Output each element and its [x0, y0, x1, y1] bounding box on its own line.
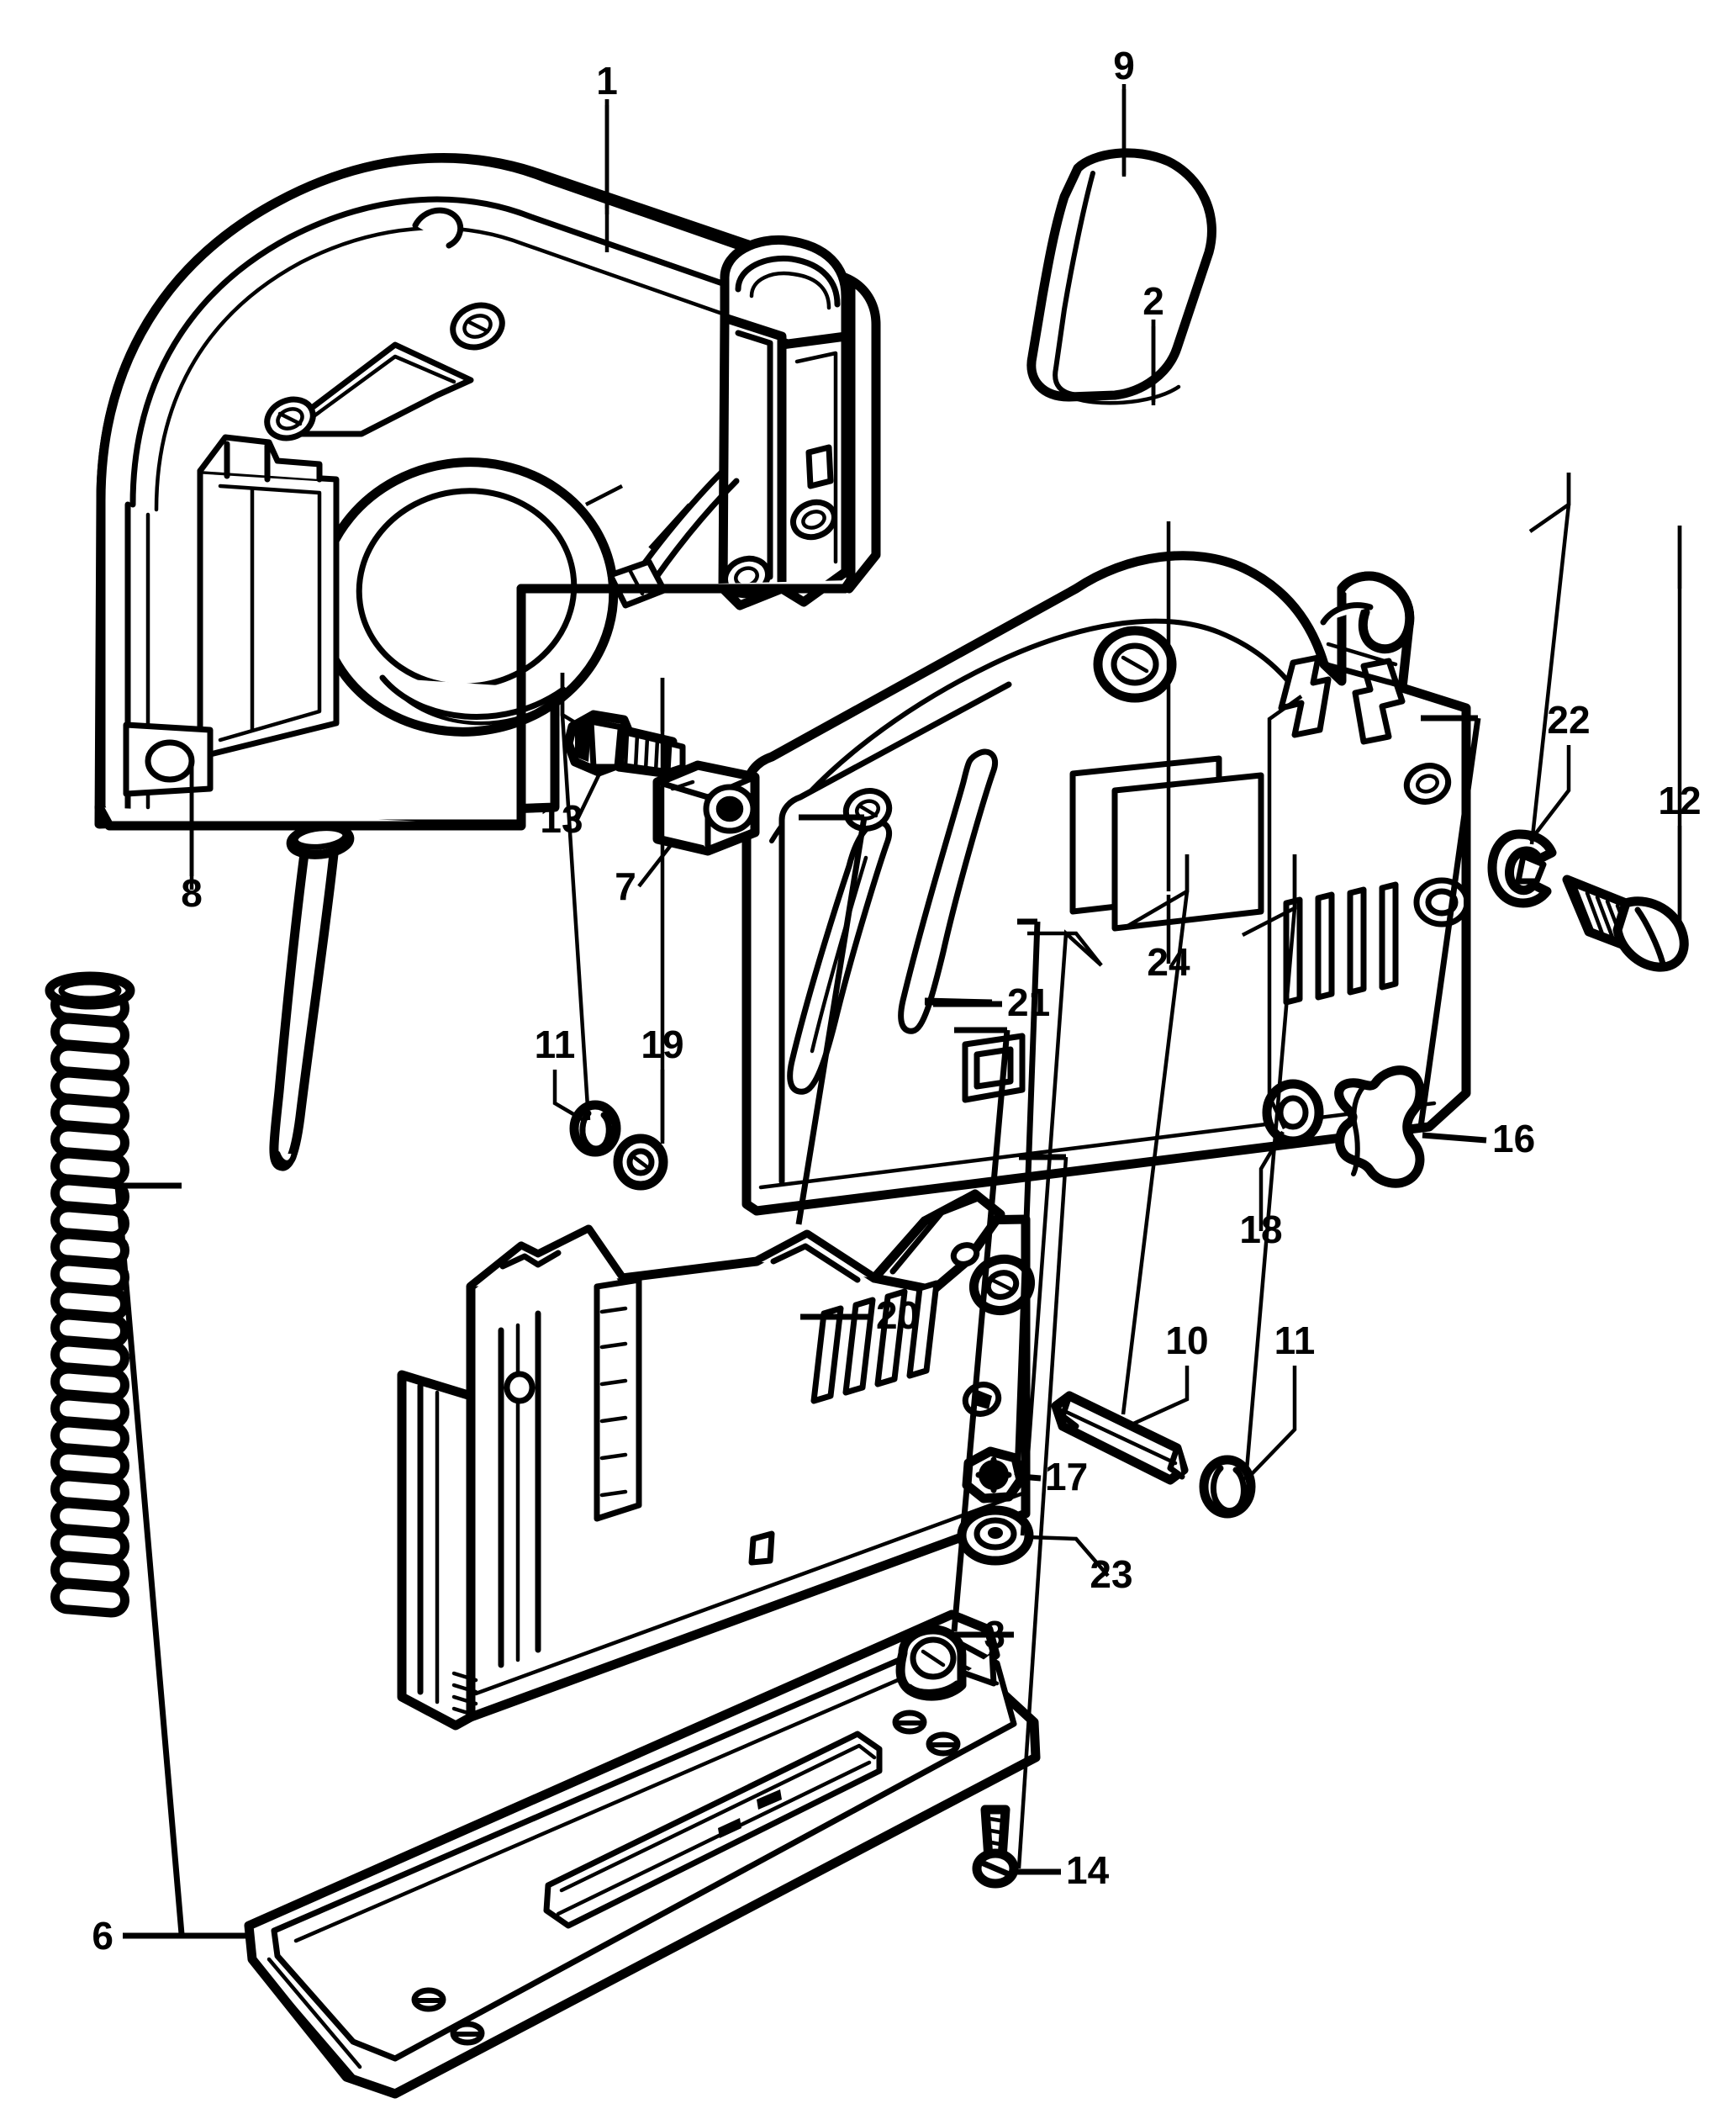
callout-22: 22 — [1547, 698, 1590, 742]
leader-final-10 — [1131, 1366, 1190, 1427]
part-9-dust-extraction-spout — [1026, 148, 1216, 405]
callout-6: 6 — [92, 1914, 113, 1958]
callout-16: 16 — [1492, 1117, 1535, 1160]
leader-final-7 — [637, 839, 676, 888]
leader-11ab — [560, 673, 591, 1121]
leader-18b — [1267, 753, 1287, 1129]
callout-17: 17 — [1045, 1455, 1088, 1498]
leader-final-17 — [1020, 1473, 1042, 1482]
callout-9: 9 — [1113, 44, 1135, 87]
part-7-square-nut-block — [652, 760, 760, 856]
callout-23: 23 — [1090, 1552, 1132, 1596]
callout-12: 12 — [1658, 779, 1701, 822]
part-2-inner-guard-housing — [741, 551, 1471, 1216]
part-10-pivot-pin — [1051, 1391, 1189, 1485]
callout-7: 7 — [615, 864, 636, 908]
leader-10b — [1121, 854, 1190, 1415]
leader-17b — [1014, 921, 1041, 1476]
leader-lines-final — [123, 89, 1682, 1939]
part-21-guide-rod — [269, 822, 355, 1171]
part-1-outer-blade-guard-cover — [94, 153, 881, 831]
leader-13 — [584, 484, 624, 507]
leader-final-22 — [1528, 745, 1571, 843]
leader-final-23 — [1028, 1535, 1110, 1578]
part-16-star-clamping-knob — [1334, 1065, 1425, 1188]
part-11-spring-lock-washer-b — [1199, 1455, 1256, 1519]
callout-10: 10 — [1165, 1319, 1208, 1362]
leader-3b — [951, 1029, 1010, 1632]
callout-19: 19 — [641, 1023, 683, 1066]
part-12-slotted-pan-head-screw — [1562, 875, 1689, 972]
leader-14b — [1016, 1156, 1069, 1869]
callout-20: 20 — [876, 1293, 919, 1337]
part-6-base-shoe-plate — [244, 1609, 1041, 2099]
leader-final-11b — [1248, 1366, 1297, 1478]
leader-20b — [795, 817, 868, 1225]
leader-final-16 — [1422, 1132, 1487, 1144]
part-17-hex-nut — [962, 1446, 1026, 1504]
callout-21: 21 — [1007, 980, 1050, 1024]
leader-final-18 — [1258, 1130, 1285, 1231]
leader-22b — [1529, 473, 1571, 845]
leader-23 — [1027, 931, 1103, 967]
callout-1: 1 — [596, 59, 618, 103]
part-23-cup-washer — [957, 1505, 1034, 1566]
callout-14: 14 — [1066, 1848, 1110, 1892]
part-19-plain-flat-washer — [613, 1134, 668, 1191]
part-22-retaining-e-clip — [1487, 829, 1557, 908]
callout-11b: 11 — [1274, 1319, 1316, 1362]
part-14-self-tapping-screw — [972, 1805, 1019, 1889]
leader-11bb — [1243, 854, 1297, 1481]
callout-2: 2 — [1142, 279, 1164, 323]
leader-23b — [1020, 929, 1103, 1536]
leader-final-11a — [552, 1070, 585, 1122]
leader-16b — [1417, 717, 1481, 1128]
leader-final-13 — [574, 768, 604, 822]
leader-6b — [114, 1185, 185, 1935]
part-11-spring-lock-washer-a — [569, 1100, 621, 1157]
part-20-long-compression-spring — [45, 971, 135, 1618]
leader-18 — [1267, 695, 1303, 753]
callout-labels: 1 9 2 8 13 7 22 12 24 21 11 19 18 16 20 … — [92, 44, 1701, 1958]
leader-7 — [648, 503, 691, 550]
callout-11a: 11 — [535, 1023, 576, 1066]
